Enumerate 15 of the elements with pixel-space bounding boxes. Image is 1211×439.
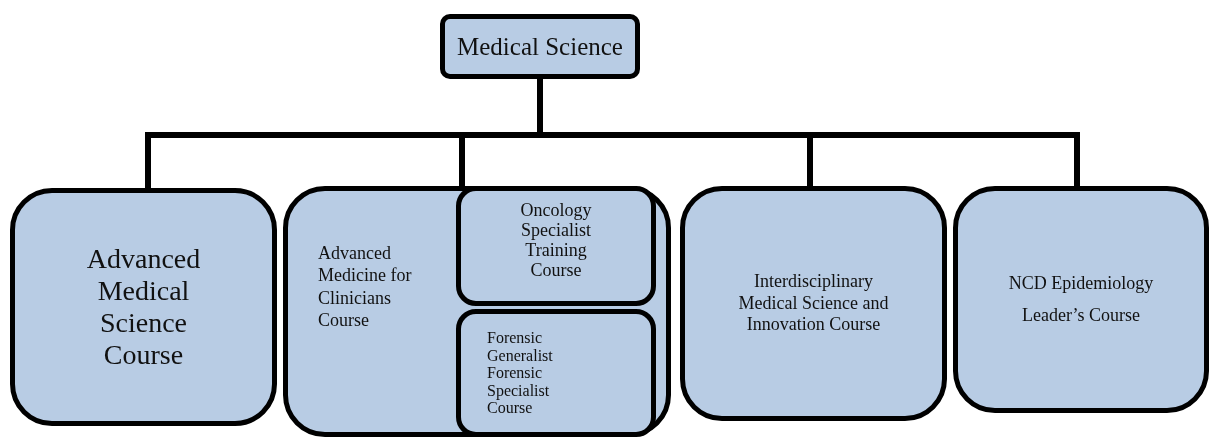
node-label: NCD Epidemiology Leader’s Course	[1007, 272, 1155, 327]
connector-line	[537, 79, 1080, 186]
process-box	[440, 14, 640, 79]
process-box	[10, 188, 277, 426]
node-label: Interdisciplinary Medical Science and Innovation Course	[737, 271, 890, 336]
node-label: Medical Science	[457, 31, 623, 62]
process-box	[283, 186, 671, 437]
process-box	[456, 186, 656, 306]
node-label: Advanced Medical Science Course	[85, 242, 202, 372]
node-label: Oncology Specialist Training Course	[519, 201, 593, 281]
node-label: Forensic Generalist Forensic Specialist Course	[487, 329, 554, 417]
process-box	[680, 186, 947, 421]
process-box	[456, 309, 656, 437]
node-label: Advanced Medicine for Clinicians Course	[318, 241, 413, 332]
process-box	[953, 186, 1209, 413]
